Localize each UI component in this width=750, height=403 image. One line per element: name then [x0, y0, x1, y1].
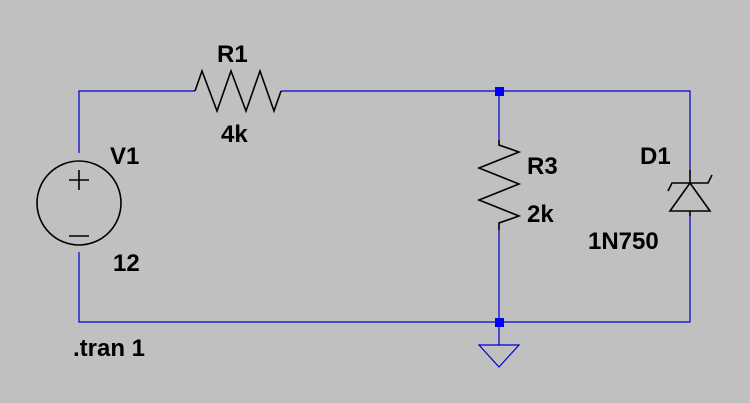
wire-ground-node-to-d1	[499, 216, 691, 323]
junction-dot-top	[495, 87, 504, 96]
d1-name-label: D1	[640, 143, 671, 170]
wire-v1-bottom-to-ground-node	[78, 252, 499, 323]
r3-name-label: R3	[527, 153, 558, 180]
spice-directive[interactable]: .tran 1	[73, 335, 145, 362]
r1-value-label: 4k	[221, 121, 248, 148]
v1-value-label: 12	[113, 250, 140, 277]
resistor-r3[interactable]: R3 2k	[476, 140, 558, 230]
v1-name-label: V1	[110, 143, 139, 170]
d1-value-label: 1N750	[588, 228, 659, 255]
plus-icon	[69, 170, 89, 190]
voltage-source-circle	[36, 160, 122, 246]
wire-v1-top-to-r1	[78, 90, 195, 153]
wires	[78, 90, 691, 323]
junction-dot-bottom	[495, 318, 504, 327]
r3-value-label: 2k	[527, 201, 554, 228]
resistor-r3-zigzag	[476, 140, 522, 230]
ground-icon[interactable]	[477, 327, 521, 368]
resistor-r1[interactable]: R1 4k	[194, 41, 282, 148]
zener-diode-icon	[667, 170, 713, 216]
wire-top-to-d1	[499, 90, 691, 170]
r1-name-label: R1	[217, 41, 248, 68]
voltage-source-v1[interactable]: V1 12	[36, 143, 140, 277]
resistor-r1-zigzag	[194, 68, 282, 114]
zener-diode-d1[interactable]: D1 1N750	[588, 143, 713, 255]
